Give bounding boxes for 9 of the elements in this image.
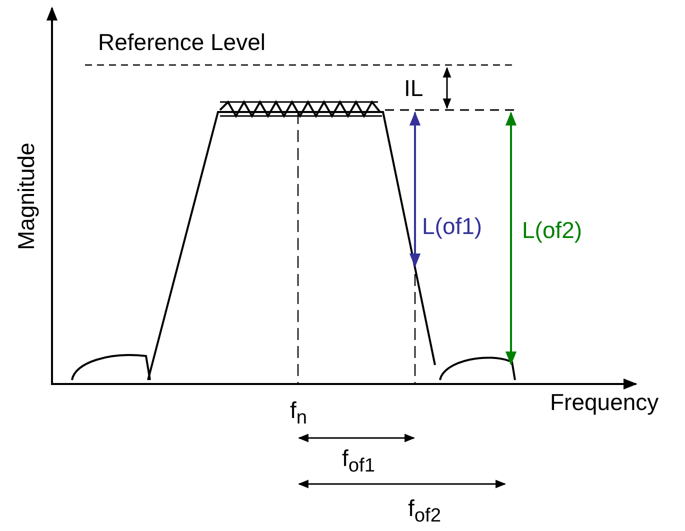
- y-axis-label: Magnitude: [14, 142, 40, 250]
- offset-label: f$_{of2}$: [408, 496, 442, 527]
- frequency-label: f$_{n}$: [290, 398, 308, 429]
- reference-level-label: Reference Level: [98, 30, 266, 56]
- offset-label: f$_{of1}$: [342, 446, 376, 477]
- insertion-loss-label: IL: [404, 76, 424, 102]
- attenuation-label: L(of2): [522, 218, 582, 244]
- attenuation-label: L(of1): [422, 214, 482, 240]
- x-axis-label: Frequency: [550, 390, 659, 416]
